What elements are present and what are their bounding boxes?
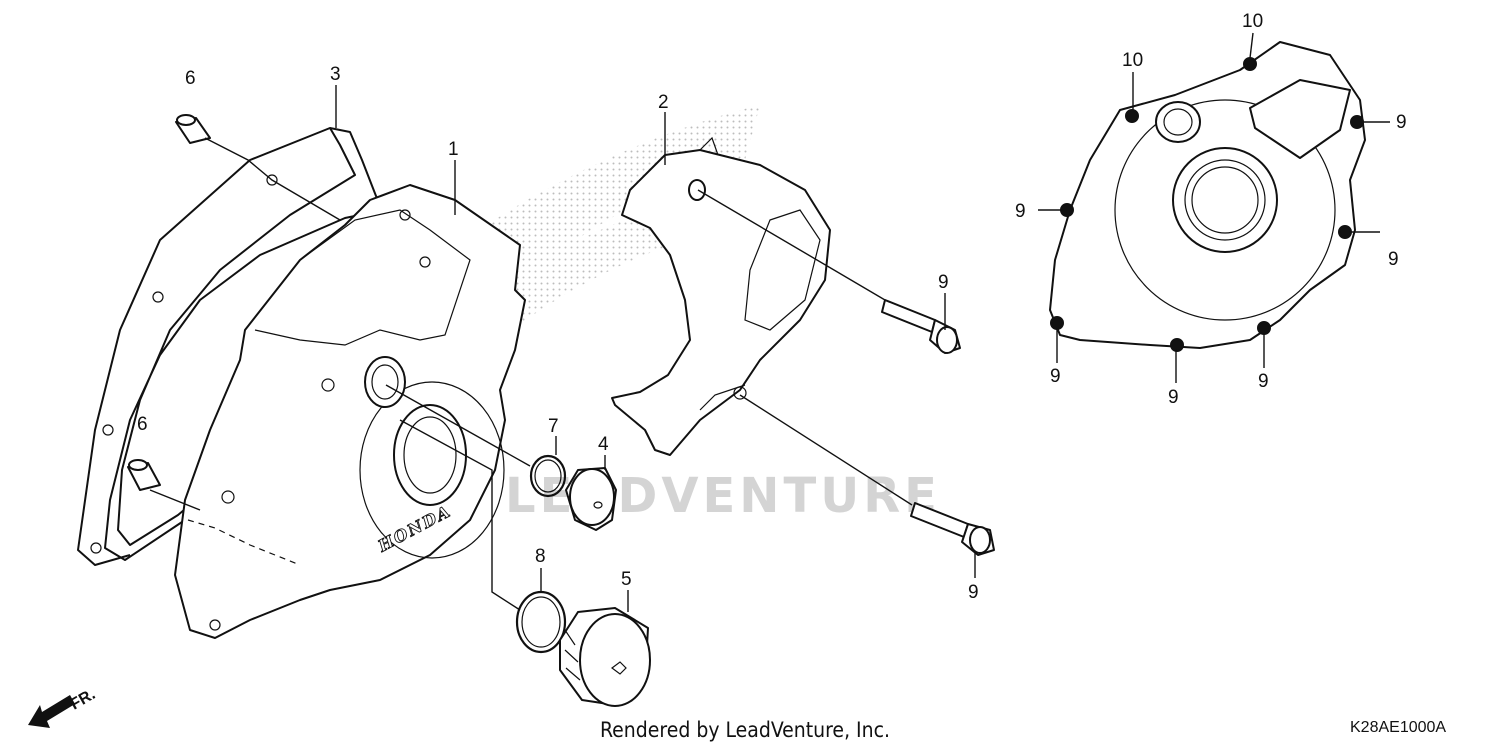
- callout-2: 2: [658, 92, 669, 113]
- cover-inspection-hole: [364, 356, 406, 408]
- callout-3: 3: [330, 64, 341, 85]
- o-ring-small: [529, 454, 567, 498]
- gasket-holes: [90, 174, 278, 554]
- callout-9-bolt-lower: 9: [968, 582, 979, 603]
- front-direction-label: FR.: [68, 686, 99, 714]
- bolt-upper: [881, 299, 961, 354]
- timing-hole-cap: [565, 467, 617, 531]
- callout-9-bottom-right: 9: [1258, 371, 1269, 392]
- footer-credit: Rendered by LeadVenture, Inc.: [600, 718, 890, 742]
- callout-4: 4: [598, 434, 609, 455]
- crankshaft-hole-cap: [559, 607, 651, 707]
- callout-6-upper: 6: [185, 68, 196, 89]
- callout-5: 5: [621, 569, 632, 590]
- o-ring-large: [515, 590, 567, 654]
- callout-9-right-top: 9: [1396, 112, 1407, 133]
- cover-guard: [611, 136, 831, 456]
- callouts: 1 2 3 4 5 6 6 7 8 9 9 9 9 9 9 9 9 10 10: [137, 11, 1407, 603]
- right-cover-alternate-view: [1049, 41, 1366, 352]
- diagram-code: K28AE1000A: [1350, 719, 1447, 736]
- callout-7: 7: [548, 416, 559, 437]
- front-arrow-icon: [28, 695, 75, 728]
- callout-1: 1: [448, 139, 459, 160]
- dowel-pin-upper: [175, 114, 211, 144]
- callout-9-bottom-left: 9: [1050, 366, 1061, 387]
- callout-9-bolt-upper: 9: [938, 272, 949, 293]
- callout-8: 8: [535, 546, 546, 567]
- leader-lines: [149, 32, 1390, 612]
- callout-9-right: 9: [1388, 249, 1399, 270]
- cover-bore: [393, 404, 467, 506]
- cover-bore-outer: [359, 381, 505, 559]
- callout-9-left: 9: [1015, 201, 1026, 222]
- left-crankcase-cover: HONDA: [174, 184, 526, 639]
- callout-9-bottom-center: 9: [1168, 387, 1179, 408]
- dowel-pin-lower: [127, 459, 161, 491]
- front-direction-indicator: FR.: [28, 686, 98, 728]
- callout-6-lower: 6: [137, 414, 148, 435]
- bolt-lower: [910, 502, 995, 556]
- callout-10-left: 10: [1122, 50, 1143, 71]
- callout-10-top: 10: [1242, 11, 1263, 32]
